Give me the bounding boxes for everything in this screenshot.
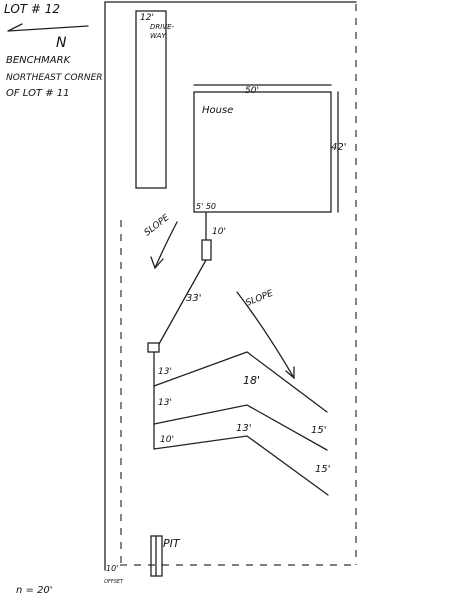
trench-3 <box>153 435 329 496</box>
header-13b-label: 13' <box>158 398 172 408</box>
scale-note: n = 20' <box>16 585 53 596</box>
trench-1-label: 18' <box>243 374 260 387</box>
north-label: N <box>56 35 67 51</box>
house-width-label: 50' <box>245 86 259 96</box>
trench-2 <box>153 404 328 451</box>
house-footprint <box>193 91 332 213</box>
lot-label: LOT # 12 <box>4 2 60 16</box>
trench-1 <box>153 351 328 413</box>
slope-right-arrow <box>236 291 295 379</box>
house-label: House <box>202 105 233 116</box>
house-depth-label: 42' <box>331 142 346 153</box>
benchmark-location-line2: OF LOT # 11 <box>6 88 70 99</box>
trench-2-end-label: 15' <box>311 425 326 436</box>
driveway-outline <box>135 10 167 189</box>
trench-3-end-label: 15' <box>315 464 330 475</box>
slope-left-arrow <box>154 221 178 269</box>
distribution-box <box>147 342 160 353</box>
test-pit-label: PIT <box>163 537 181 550</box>
north-arrow-head <box>7 23 23 32</box>
driveway-label-line1: DRIVE- <box>150 23 175 31</box>
benchmark-label: BENCHMARK <box>6 55 72 66</box>
north-arrow-line <box>7 25 89 32</box>
slope-right-arrowhead <box>285 366 295 380</box>
driveway-width-label: 12' <box>140 13 154 23</box>
slope-right-label: SLOPE <box>244 289 275 309</box>
trench-2-label: 13' <box>236 423 251 434</box>
slope-left-label: SLOPE <box>143 213 172 239</box>
offset-word-label: OFFSET <box>104 579 124 585</box>
sewer-pipe-33 <box>158 259 207 345</box>
benchmark-location-line1: NORTHEAST CORNER <box>6 73 103 83</box>
sewer-pipe-33-label: 33' <box>186 293 201 304</box>
header-10-label: 10' <box>160 435 174 445</box>
slope-left-arrowhead <box>150 256 164 270</box>
offset-distance-label: 10' <box>106 564 118 573</box>
driveway-label-line2: WAY <box>150 32 166 40</box>
elevation-label: 5' 50 <box>196 202 216 211</box>
sewer-pipe-10-label: 10' <box>212 227 226 237</box>
header-13a-label: 13' <box>158 367 172 377</box>
septic-tank <box>201 239 212 261</box>
